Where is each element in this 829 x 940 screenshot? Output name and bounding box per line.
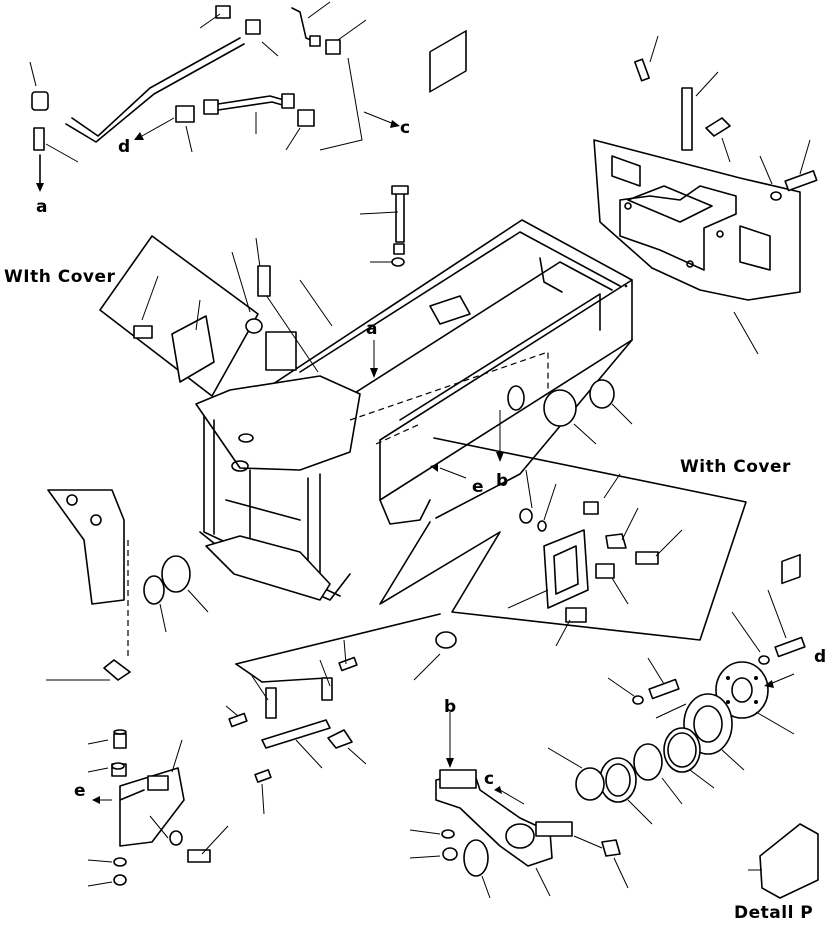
bolt bbox=[583, 501, 599, 515]
long-bolt bbox=[395, 187, 405, 243]
ref-letter-c: c bbox=[484, 769, 494, 789]
bushings bbox=[143, 379, 633, 681]
boss bbox=[535, 821, 573, 837]
left-mounting-bracket bbox=[87, 729, 229, 887]
counterweight bbox=[593, 35, 818, 355]
ref-letter-a: a bbox=[366, 319, 377, 339]
bolt bbox=[648, 678, 680, 700]
connector-fitting bbox=[325, 39, 341, 55]
with-cover-left-label: WIth Cover bbox=[4, 267, 115, 287]
mounting-bracket bbox=[543, 529, 589, 609]
connector-fitting-d bbox=[175, 105, 195, 123]
ref-letter-b: b bbox=[496, 471, 508, 491]
ref-letter-b: b bbox=[444, 697, 456, 717]
shim bbox=[663, 727, 701, 773]
with-cover-right-label: With Cover bbox=[680, 457, 791, 477]
plate bbox=[633, 743, 663, 781]
bolt bbox=[774, 636, 806, 658]
clamp bbox=[245, 19, 261, 35]
ref-letter-d: d bbox=[118, 137, 130, 157]
flange bbox=[715, 661, 769, 719]
bushing bbox=[143, 575, 165, 605]
ref-letter-e: e bbox=[472, 477, 484, 497]
bushing bbox=[161, 555, 191, 593]
ref-letter-a: a bbox=[36, 197, 47, 217]
bushing bbox=[589, 379, 615, 409]
connector-fitting-c bbox=[297, 109, 315, 127]
with-cover-left-detail bbox=[99, 235, 271, 397]
pin-bar bbox=[261, 719, 331, 749]
grease-fitting bbox=[507, 385, 525, 411]
with-cover-right-detail bbox=[379, 437, 747, 647]
bushing bbox=[463, 839, 489, 877]
step-assembly bbox=[225, 613, 441, 815]
detail-p-plate bbox=[748, 553, 819, 899]
bolt bbox=[133, 325, 153, 339]
main-frame bbox=[195, 30, 633, 601]
bushing bbox=[543, 389, 577, 427]
steering-bracket bbox=[409, 712, 629, 899]
hydraulic-pipe-assembly bbox=[29, 1, 400, 192]
bushing bbox=[575, 767, 605, 801]
elbow-fitting bbox=[31, 91, 49, 111]
lift-pin bbox=[681, 87, 693, 151]
ref-letter-d: d bbox=[814, 647, 826, 667]
bolt bbox=[635, 551, 659, 565]
bolt bbox=[215, 5, 231, 19]
cover-block bbox=[265, 331, 297, 371]
ref-letter-c: c bbox=[400, 118, 410, 138]
ref-letter-e: e bbox=[74, 781, 86, 801]
detail-p-bracket bbox=[46, 489, 131, 681]
straight-fitting bbox=[33, 127, 45, 151]
cover-plate bbox=[171, 315, 215, 383]
flange-assembly bbox=[547, 589, 806, 825]
detail-p-label: Detall P bbox=[734, 903, 813, 923]
bolt bbox=[565, 607, 587, 623]
bolt bbox=[784, 170, 818, 192]
bolt bbox=[187, 849, 211, 863]
